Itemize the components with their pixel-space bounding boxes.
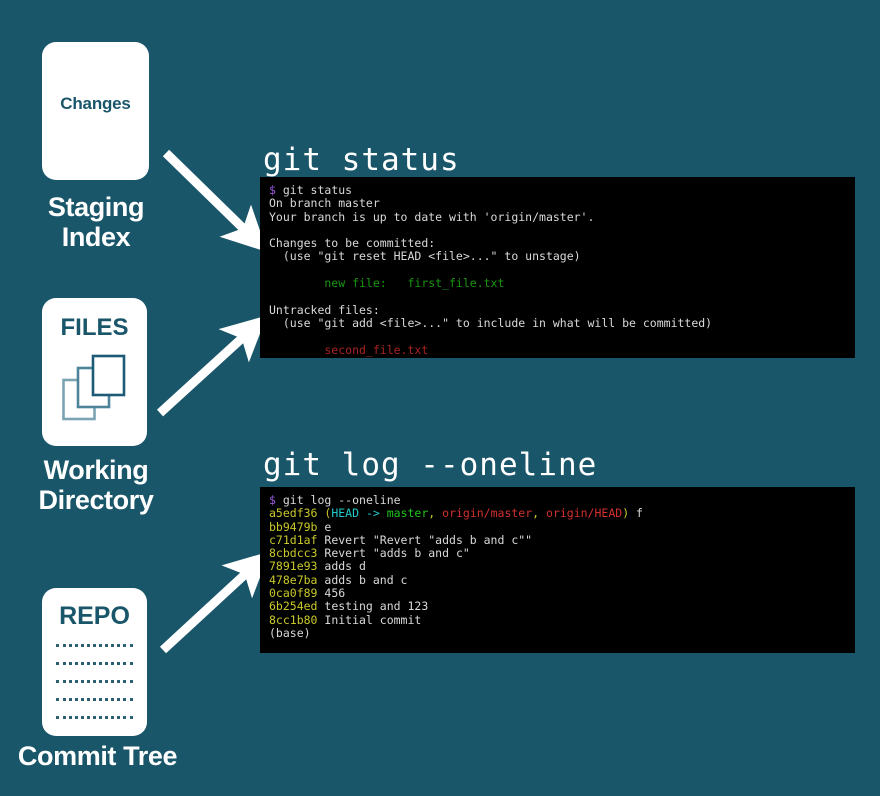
terminal-line: (use "git reset HEAD <file>..." to unsta… — [269, 250, 855, 263]
terminal-line: Untracked files: — [269, 302, 855, 317]
terminal-span: 7891e93 — [269, 559, 318, 574]
terminal-line: On branch master — [269, 197, 855, 210]
terminal-span: , — [428, 506, 443, 521]
terminal-span: 6b254ed — [269, 599, 318, 614]
terminal-line: $ git log --oneline — [269, 493, 855, 507]
label-staging-line1: Staging — [47, 192, 145, 222]
card-working-directory[interactable]: FILES — [42, 298, 147, 446]
terminal-span: git log --oneline — [275, 493, 401, 507]
terminal-line — [269, 224, 855, 237]
terminal-span: adds d — [317, 559, 366, 574]
terminal-span: f — [629, 506, 643, 521]
file-stack-icon — [62, 354, 126, 421]
terminal-span: (base) — [269, 625, 311, 640]
label-working-directory: Working Directory — [0, 455, 192, 515]
terminal-span: ) — [622, 506, 630, 521]
terminal-line: new file: first_file.txt — [269, 276, 855, 291]
terminal-span: HEAD — [331, 506, 360, 521]
terminal-line: a5edf36 (HEAD -> master, origin/master, … — [269, 507, 855, 520]
terminal-span: On branch master — [269, 196, 380, 211]
terminal-span: a5edf36 — [269, 506, 325, 521]
terminal-span: (use "git add <file>..." to include in w… — [269, 315, 713, 330]
terminal-span: 456 — [317, 586, 346, 601]
repo-dotted-line — [56, 644, 133, 647]
card-title-repo: REPO — [59, 602, 130, 630]
terminal-line — [269, 330, 855, 343]
terminal-span: origin/master — [442, 506, 533, 521]
repo-dotted-line — [56, 698, 133, 701]
repo-dotted-line — [56, 662, 133, 665]
terminal-span: ( — [324, 506, 332, 521]
heading-git-status: git status — [263, 142, 460, 178]
card-title-files: FILES — [60, 314, 129, 341]
terminal-line: Changes to be committed: — [269, 237, 855, 250]
terminal-span: Revert "Revert "adds b and c"" — [317, 532, 533, 547]
label-commit-tree: Commit Tree — [0, 741, 195, 771]
terminal-line — [269, 290, 855, 303]
label-working-line1: Working — [43, 455, 149, 485]
terminal-line: Your branch is up to date with 'origin/m… — [269, 209, 855, 224]
terminal-line: 6b254ed testing and 123 — [269, 600, 855, 613]
card-commit-tree[interactable]: REPO — [42, 588, 147, 736]
terminal-span: e — [317, 519, 332, 534]
terminal-span: 478e7ba — [269, 572, 318, 587]
terminal-span: adds b and c — [317, 572, 408, 587]
terminal-span: origin/HEAD — [546, 506, 623, 521]
repo-dotted-line — [56, 716, 133, 719]
arrow-repo-to-log — [159, 551, 270, 654]
terminal-line: (use "git add <file>..." to include in w… — [269, 315, 855, 330]
terminal-span: 8cbdcc3 — [269, 546, 318, 561]
card-title-changes: Changes — [60, 94, 131, 113]
terminal-line: c71d1af Revert "Revert "adds b and c"" — [269, 532, 855, 547]
terminal-span: $ — [269, 493, 276, 507]
terminal-span: git status — [275, 183, 353, 197]
repo-dotted-lines — [56, 644, 133, 719]
terminal-line: second_file.txt — [269, 342, 855, 357]
label-staging-line2: Index — [61, 222, 131, 253]
terminal-span: 0ca0f89 — [269, 586, 318, 601]
label-working-line2: Directory — [38, 485, 154, 516]
terminal-line: 478e7ba adds b and c — [269, 572, 855, 587]
terminal-span: 8cc1b80 — [269, 612, 318, 627]
terminal-span: new file: first_file.txt — [269, 276, 505, 291]
terminal-line: bb9479b e — [269, 519, 855, 534]
terminal-span: Your branch is up to date with 'origin/m… — [269, 209, 595, 224]
terminal-line — [269, 264, 855, 277]
terminal-span: c71d1af — [269, 532, 318, 547]
terminal-span: Untracked files: — [269, 302, 380, 317]
terminal-span: master — [386, 506, 429, 521]
terminal-span: -> — [359, 506, 387, 521]
terminal-line: 8cbdcc3 Revert "adds b and c" — [269, 547, 855, 560]
terminal-span: bb9479b — [269, 519, 318, 534]
terminal-line: 8cc1b80 Initial commit — [269, 612, 855, 627]
label-commit-line1: Commit Tree — [17, 741, 178, 771]
repo-dotted-line — [56, 680, 133, 683]
terminal-line: (base) — [269, 625, 855, 640]
heading-git-log: git log --oneline — [263, 447, 598, 483]
terminal-span: Revert "adds b and c" — [317, 546, 470, 561]
arrow-working-to-status — [156, 315, 267, 417]
terminal-line: $ git status — [269, 183, 855, 197]
label-staging-index: Staging Index — [0, 192, 192, 252]
terminal-span: second_file.txt — [269, 342, 429, 357]
terminal-line: 0ca0f89 456 — [269, 586, 855, 601]
terminal-span: testing and 123 — [317, 599, 429, 614]
terminal-line: 7891e93 adds d — [269, 560, 855, 573]
terminal-span: $ — [269, 183, 276, 197]
terminal-span: Initial commit — [317, 612, 422, 627]
card-staging-index[interactable]: Changes — [42, 42, 149, 180]
terminal-span: Changes to be committed: — [269, 236, 436, 251]
terminal-span: , — [532, 506, 547, 521]
terminal-span: (use "git reset HEAD <file>..." to unsta… — [269, 249, 581, 264]
